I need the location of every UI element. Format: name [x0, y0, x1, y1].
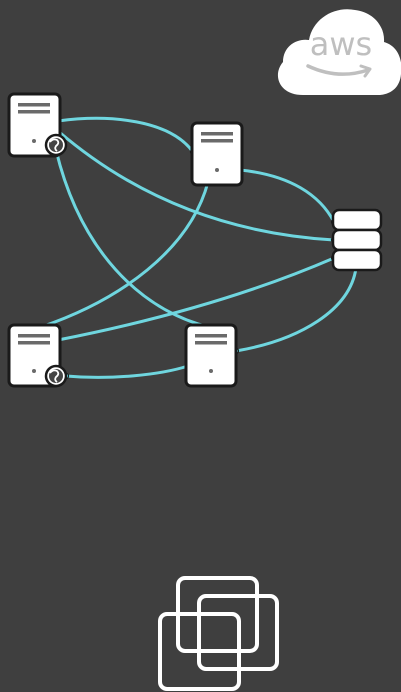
server-slot [195, 334, 227, 338]
logo-square-front [158, 612, 241, 691]
aws-label: aws [310, 25, 372, 63]
database-icon [331, 208, 383, 232]
server-1[interactable] [7, 92, 68, 158]
globe-icon [44, 133, 68, 157]
connection-server-3-database-1[interactable] [56, 256, 336, 342]
database-1[interactable] [331, 208, 383, 272]
server-2[interactable] [190, 121, 244, 187]
server-icon [190, 121, 244, 187]
connection-server-2-server-3[interactable] [39, 180, 210, 329]
connection-server-1-database-1[interactable] [56, 129, 336, 242]
server-3[interactable] [7, 323, 68, 388]
connection-lines [39, 116, 358, 379]
server-led [32, 139, 36, 143]
server-slot [18, 103, 50, 107]
server-led [209, 369, 213, 373]
connection-server-2-database-1[interactable] [238, 168, 336, 224]
database-segment [331, 248, 383, 272]
server-slot [18, 334, 50, 338]
connection-server-3-server-4[interactable] [64, 364, 190, 379]
server-slot [18, 110, 50, 114]
aws-cloud-icon: aws [278, 9, 401, 95]
server-led [32, 369, 36, 373]
server-icon [184, 323, 238, 388]
cloud-shape [278, 9, 401, 95]
globe-icon [44, 364, 68, 388]
server-led [215, 168, 219, 172]
connection-server-1-server-2[interactable] [56, 116, 195, 154]
server-slot [195, 341, 227, 345]
database-segment [331, 228, 383, 252]
aws-arrow-tip [359, 64, 372, 78]
connection-server-4-database-1[interactable] [234, 266, 358, 353]
server-4[interactable] [184, 323, 238, 388]
server-slot [201, 132, 233, 136]
server-slot [18, 341, 50, 345]
vmware-logo-icon [158, 576, 279, 691]
aws-smile [306, 64, 370, 76]
connection-server-1-server-4[interactable] [54, 148, 211, 329]
server-slot [201, 139, 233, 143]
